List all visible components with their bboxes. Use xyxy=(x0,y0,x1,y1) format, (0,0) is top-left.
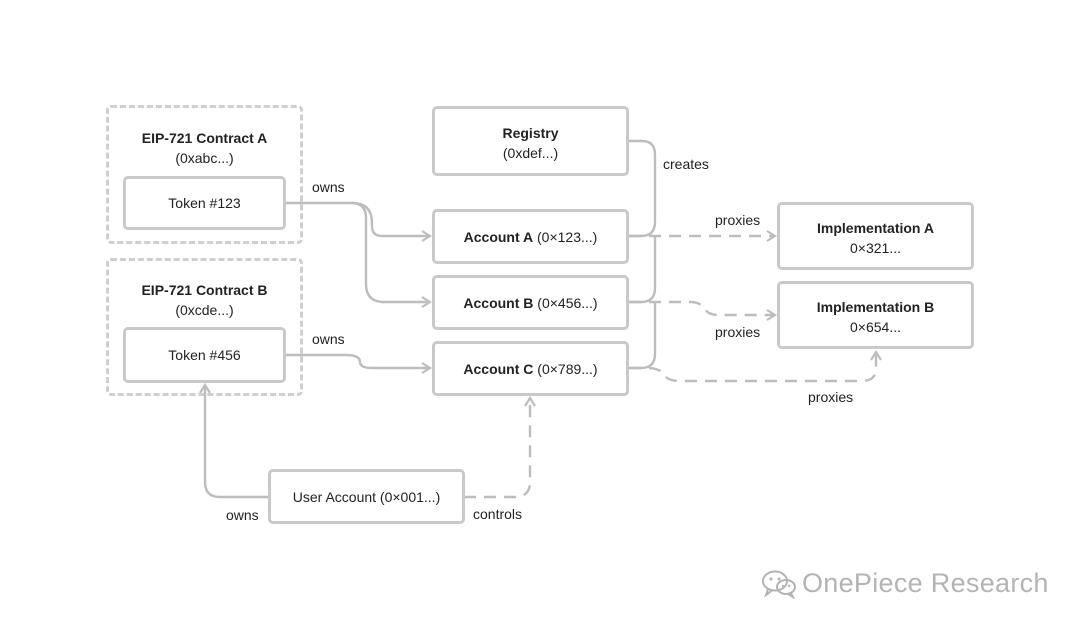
account-a-box[interactable]: Account A (0×123...) xyxy=(432,209,629,264)
edge-token456-to-account-c xyxy=(286,353,430,368)
token-456-label: Token #456 xyxy=(168,347,241,363)
creates-label: creates xyxy=(663,156,709,172)
edge-registry-creates-b xyxy=(629,236,657,304)
registry-title: Registry xyxy=(502,125,559,141)
contract-b-title: EIP-721 Contract B xyxy=(141,282,268,298)
token-123-label: Token #123 xyxy=(168,195,241,211)
contract-a-address: (0xabc...) xyxy=(175,150,234,166)
proxies-label-c: proxies xyxy=(808,389,854,405)
implementation-b-address: 0×654... xyxy=(850,319,901,335)
owns-label-a: owns xyxy=(312,179,345,195)
token-123-box[interactable]: Token #123 xyxy=(123,176,286,230)
implementation-a-title: Implementation A xyxy=(817,220,934,236)
edge-token123-to-account-b xyxy=(351,201,430,302)
account-c-box[interactable]: Account C (0×789...) xyxy=(432,341,629,396)
owns-label-user: owns xyxy=(226,507,259,523)
implementation-a-box[interactable]: Implementation A 0×321... xyxy=(777,202,974,270)
account-b-box[interactable]: Account B (0×456...) xyxy=(432,275,629,330)
proxies-label-b: proxies xyxy=(715,324,761,340)
edge-registry-creates-c xyxy=(629,302,657,370)
edge-user-owns-token456 xyxy=(205,385,268,499)
implementation-b-box[interactable]: Implementation B 0×654... xyxy=(777,281,974,349)
token-456-box[interactable]: Token #456 xyxy=(123,327,286,383)
account-b-name: Account B xyxy=(463,294,534,311)
wechat-icon xyxy=(762,570,796,599)
edge-registry-creates-a xyxy=(629,139,657,238)
registry-address: (0xdef...) xyxy=(502,145,559,161)
implementation-b-title: Implementation B xyxy=(816,299,935,315)
edge-user-controls-account-c xyxy=(464,398,530,499)
registry-box[interactable]: Registry (0xdef...) xyxy=(432,106,629,176)
edge-token123-to-account-a xyxy=(286,201,430,236)
user-account-label: User Account (0×001...) xyxy=(292,488,441,505)
account-b-address: (0×456...) xyxy=(537,294,598,311)
account-a-address: (0×123...) xyxy=(537,228,598,245)
account-c-name: Account C xyxy=(463,360,534,377)
proxies-label-a: proxies xyxy=(715,212,761,228)
watermark: OnePiece Research xyxy=(760,568,1049,599)
controls-label: controls xyxy=(473,506,523,522)
user-account-box[interactable]: User Account (0×001...) xyxy=(268,469,465,524)
owns-label-b: owns xyxy=(312,331,345,347)
account-c-address: (0×789...) xyxy=(537,360,598,377)
watermark-text: OnePiece Research xyxy=(802,568,1049,598)
edge-account-b-proxies-impl-b xyxy=(629,300,775,315)
contract-a-title: EIP-721 Contract A xyxy=(141,130,268,146)
implementation-a-address: 0×321... xyxy=(850,240,901,256)
contract-b-address: (0xcde...) xyxy=(175,302,234,318)
contract-b-container: EIP-721 Contract B (0xcde...) xyxy=(106,258,303,396)
account-a-name: Account A xyxy=(463,228,534,245)
contract-a-container: EIP-721 Contract A (0xabc...) xyxy=(106,105,303,244)
edge-account-c-proxies-impl-b xyxy=(629,352,876,383)
